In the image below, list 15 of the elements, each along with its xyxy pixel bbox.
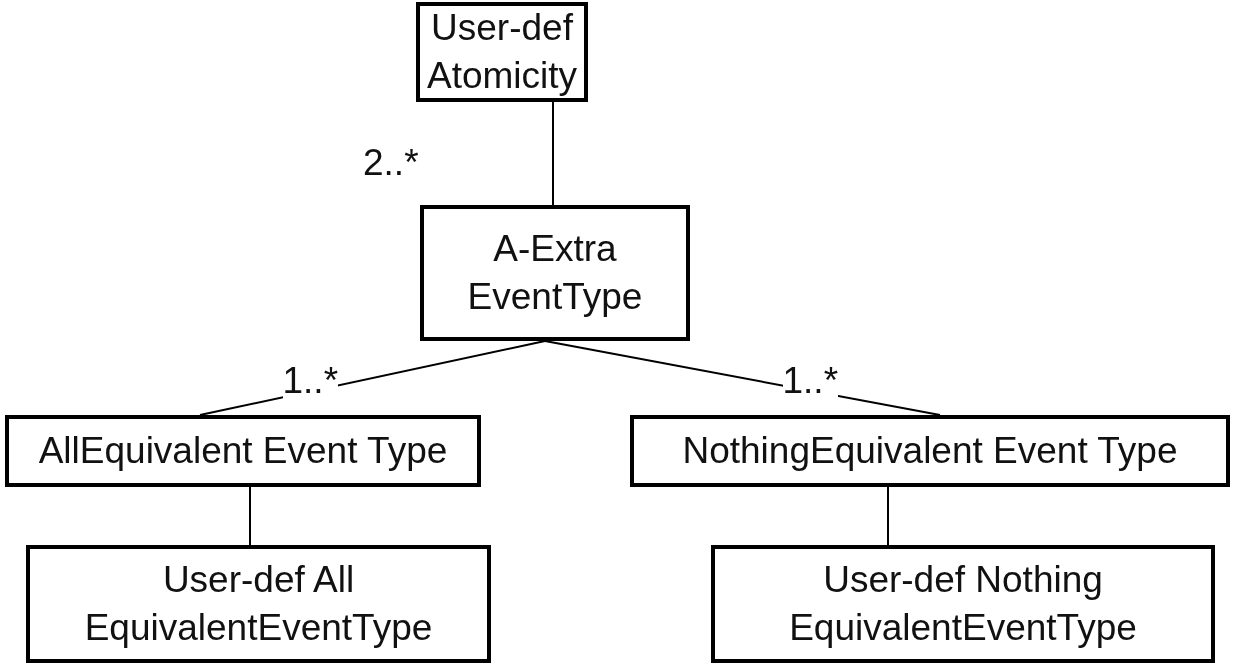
class-box	[416, 2, 588, 102]
class-name: User-def All EquivalentEventType	[83, 557, 434, 650]
class-box	[26, 545, 491, 663]
connector-line	[249, 486, 251, 546]
connector-line	[887, 486, 889, 546]
class-name: AllEquivalent Event Type	[38, 428, 448, 473]
class-box	[630, 415, 1230, 487]
class-name: NothingEquivalent Event Type	[682, 428, 1178, 473]
class-name: User-def Nothing EquivalentEventType	[788, 557, 1138, 650]
class-box	[5, 415, 481, 487]
connector-line	[552, 101, 554, 206]
class-box	[420, 205, 690, 341]
class-name: A-Extra EventType	[466, 226, 644, 319]
class-box	[711, 545, 1215, 663]
class-name: User-def Atomicity	[425, 5, 579, 98]
